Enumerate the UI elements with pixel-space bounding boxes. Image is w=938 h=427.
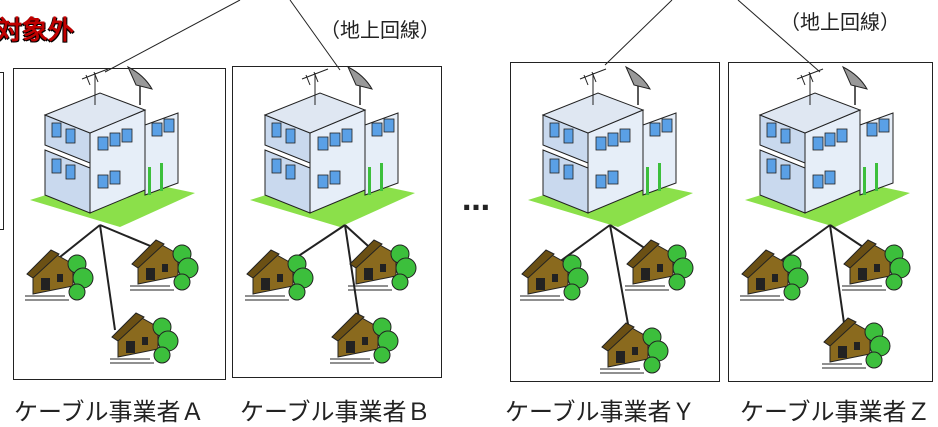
out-of-scope-label: 対象外 [0, 16, 75, 46]
ground-line-note-1: （地上回線） [320, 18, 440, 42]
operator-label-b: ケーブル事業者Ｂ [240, 398, 431, 426]
ground-line-note-2: （地上回線） [780, 10, 900, 34]
ellipsis-text: … [462, 184, 490, 217]
operator-label-z: ケーブル事業者Ｚ [740, 398, 931, 426]
operator-label-a: ケーブル事業者Ａ [14, 398, 205, 426]
operator-label-y: ケーブル事業者Ｙ [505, 398, 696, 426]
left-partial-panel [0, 72, 4, 230]
